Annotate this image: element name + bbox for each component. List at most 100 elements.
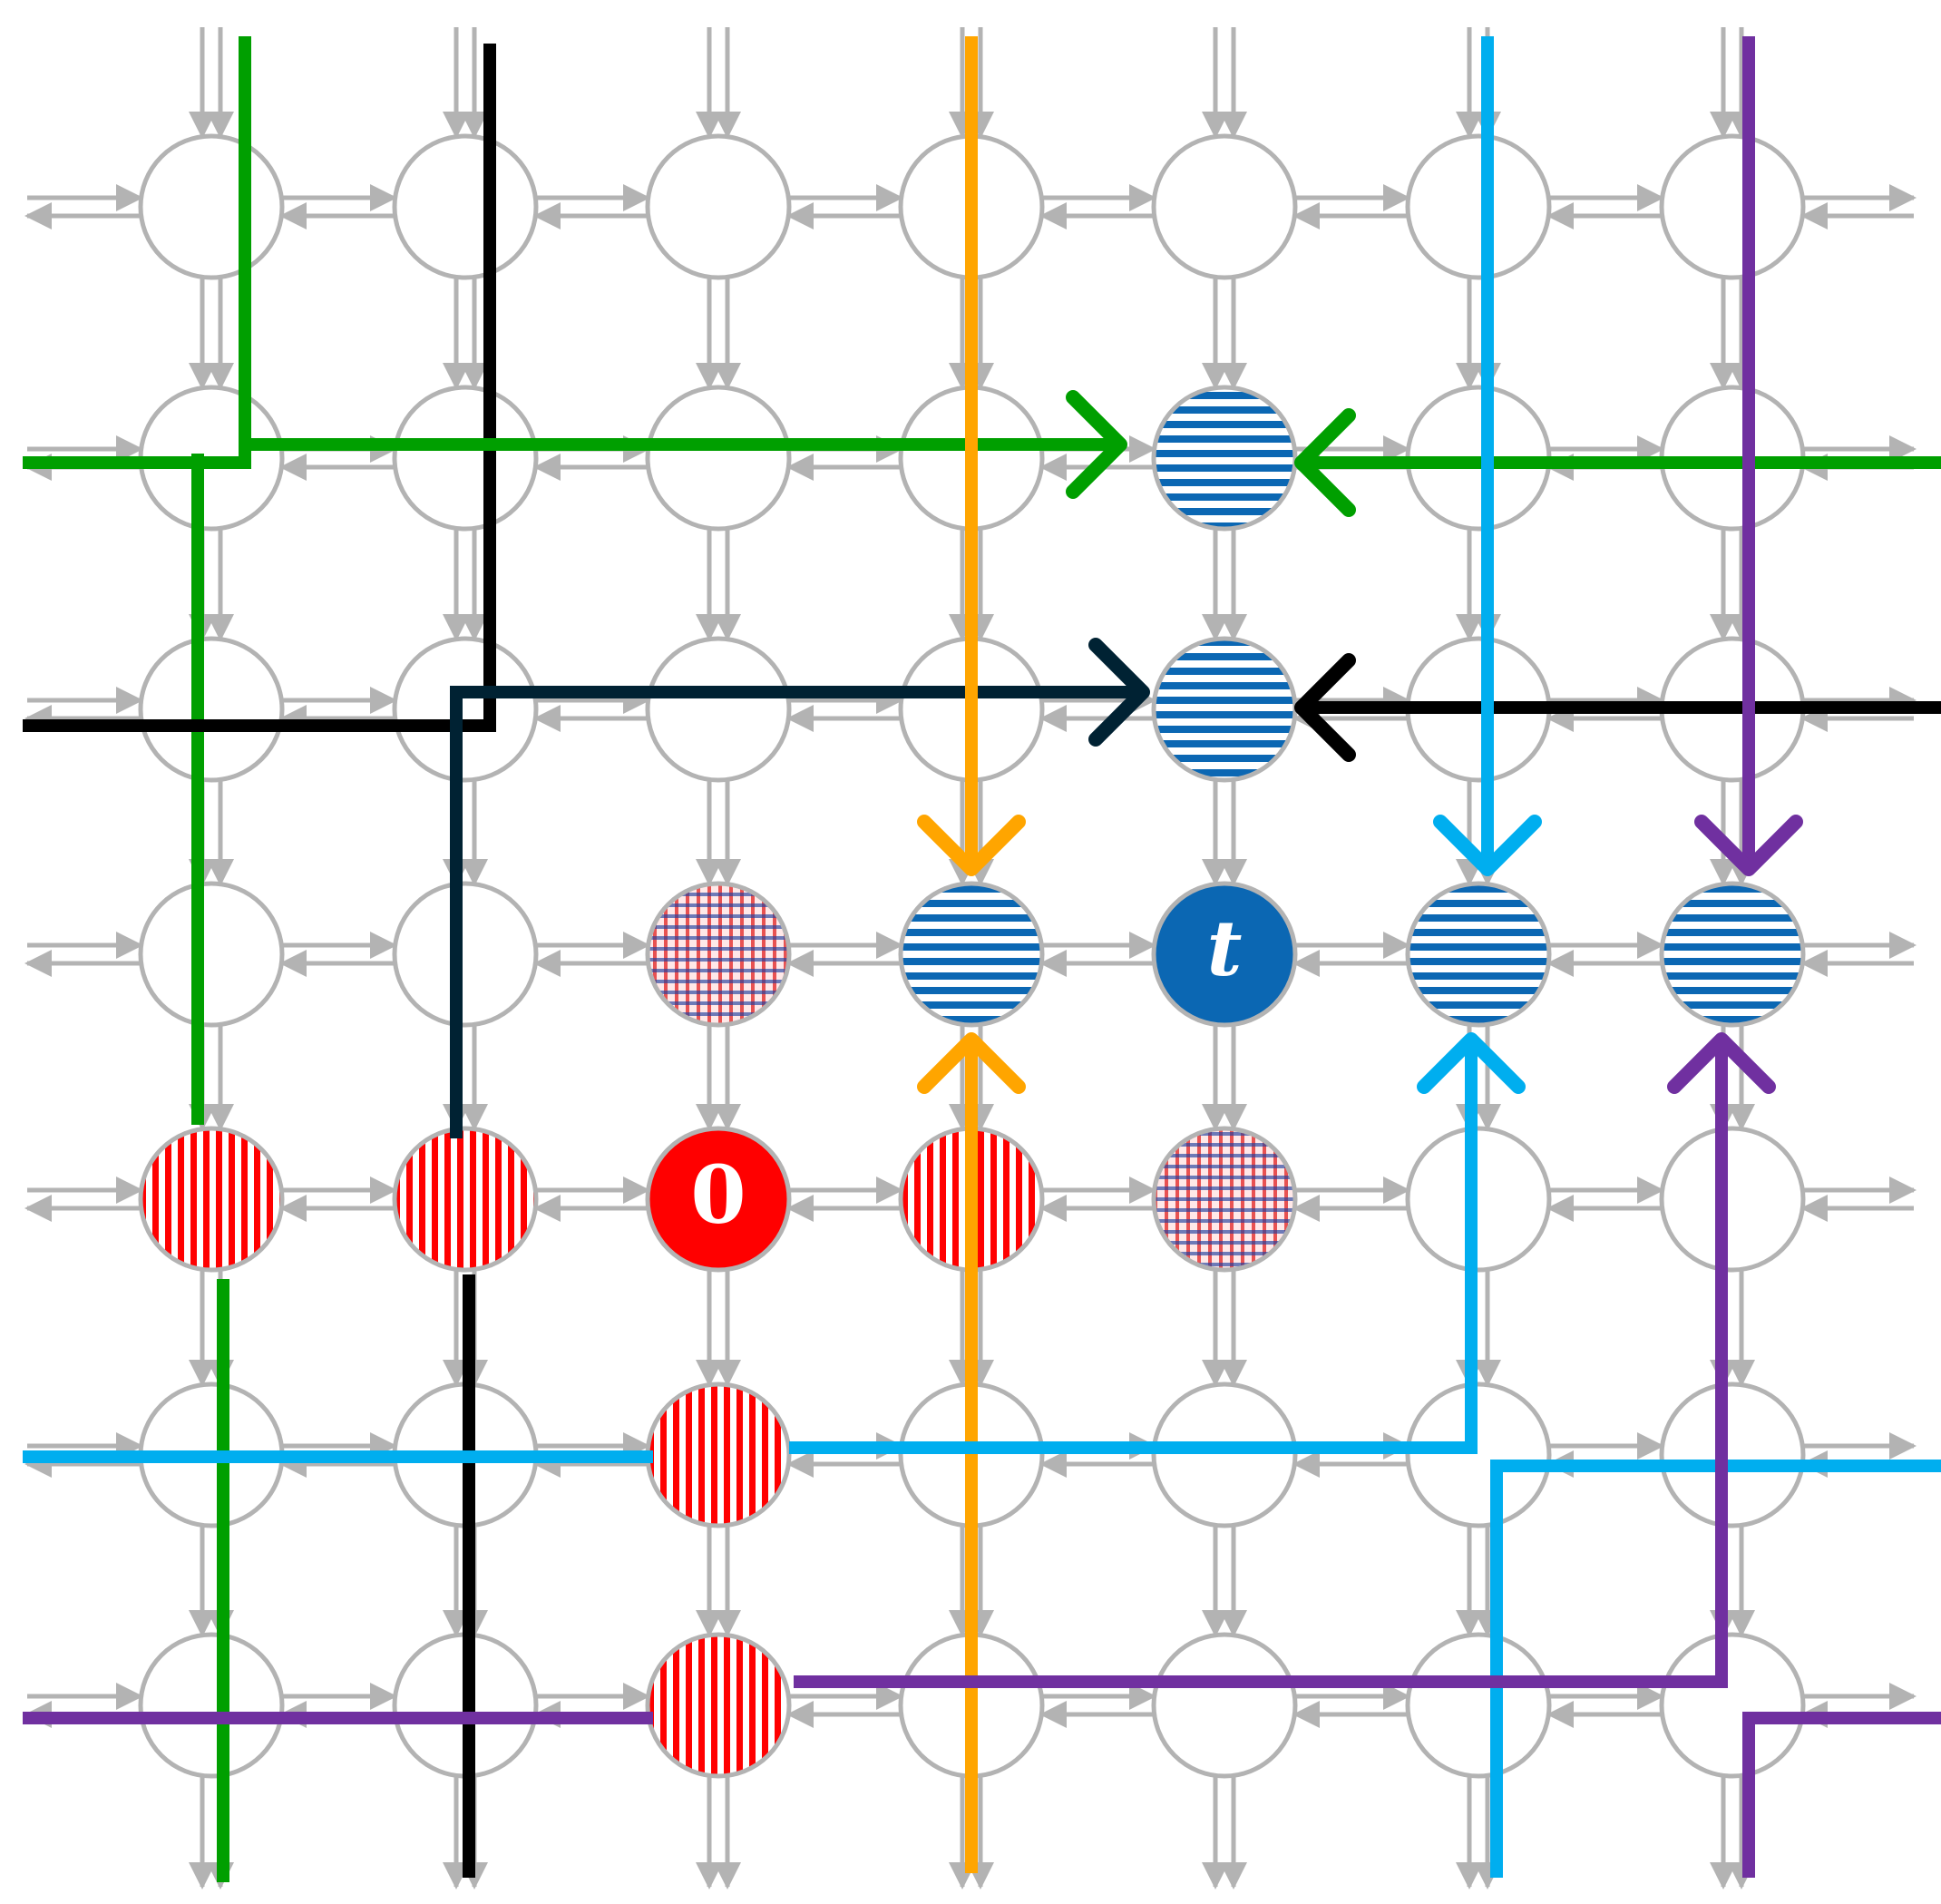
- edge-arrow-pair: [189, 780, 234, 886]
- edge-arrow-pair: [189, 529, 234, 641]
- checkered-node: [1151, 1126, 1298, 1273]
- grid-node: [1405, 1382, 1552, 1528]
- blue-striped-node: [898, 881, 1045, 1028]
- path-arrowhead: [1294, 408, 1356, 517]
- edge-arrow-pair: [696, 780, 741, 886]
- edge-arrow-pair: [1710, 278, 1755, 390]
- grid-node: [1151, 1632, 1298, 1779]
- grid-node: [1659, 1632, 1806, 1779]
- edge-arrow-pair: [279, 1177, 397, 1222]
- edge-arrow-pair: [949, 27, 994, 139]
- checkered-node: [645, 881, 792, 1028]
- edge-arrow-pair: [1202, 1526, 1247, 1637]
- source-node-label: 0: [690, 1147, 746, 1242]
- grid-node: [1405, 1126, 1552, 1273]
- grid-node: [1151, 1382, 1298, 1528]
- grid-node: [645, 636, 792, 783]
- grid-node: [1405, 1632, 1552, 1779]
- green-path-a-line: [23, 36, 251, 469]
- target-node-circle: [1151, 881, 1298, 1028]
- edge-arrow-pair: [533, 1432, 650, 1478]
- edge-arrow-pair: [1292, 1177, 1410, 1222]
- edge-arrow-pair: [1202, 1270, 1247, 1387]
- edge-arrow-pair: [786, 932, 903, 977]
- red-striped-node: [645, 1382, 792, 1528]
- grid-node: [645, 133, 792, 280]
- edge-arrow-pair: [1202, 1025, 1247, 1131]
- edge-arrow-pair: [24, 1432, 143, 1478]
- edge-arrow-pair: [1710, 27, 1755, 139]
- edge-arrow-pair: [786, 184, 903, 229]
- edge-arrow-pair: [1546, 687, 1664, 732]
- edge-arrow-pair: [189, 27, 234, 139]
- edge-arrow-pair: [1546, 1177, 1664, 1222]
- edge-arrow-pair: [696, 27, 741, 139]
- edge-arrow-pair: [24, 932, 143, 977]
- edge-arrow-pair: [786, 1177, 903, 1222]
- blue-striped-node: [1151, 636, 1298, 783]
- navy-path-a-line: [450, 686, 1143, 1138]
- red-striped-node: [138, 1126, 285, 1273]
- edge-arrow-pair: [279, 932, 397, 977]
- edge-arrow-pair: [1456, 1776, 1501, 1889]
- path-arrowhead: [1088, 638, 1150, 747]
- edge-arrow-pair: [279, 1432, 397, 1478]
- cyan-path-b-line: [23, 1040, 1478, 1463]
- grid-node: [392, 636, 539, 783]
- grid-node: [138, 636, 285, 783]
- grid-node: [392, 385, 539, 532]
- edge-arrow-pair: [786, 687, 903, 732]
- edge-arrow-pair: [949, 278, 994, 390]
- black-path-connector: [23, 44, 496, 732]
- edge-arrow-pair: [279, 184, 397, 229]
- grid-node: [392, 133, 539, 280]
- edge-arrow-pair: [533, 1177, 650, 1222]
- path-arrowhead: [1066, 390, 1127, 499]
- edge-arrow-pair: [1202, 27, 1247, 139]
- edge-arrow-pair: [279, 435, 397, 481]
- edge-arrow-pair: [1202, 278, 1247, 390]
- grid-node: [138, 881, 285, 1028]
- edge-arrow-pair: [189, 278, 234, 390]
- purple-path-a: [1694, 36, 1803, 876]
- edge-arrow-pair: [1202, 529, 1247, 641]
- edge-arrow-pair: [1800, 932, 1917, 977]
- target-node-label: t: [1207, 903, 1243, 993]
- edge-arrow-pair: [443, 278, 488, 390]
- blue-striped-node: [1151, 385, 1298, 532]
- edge-arrow-pair: [1292, 932, 1410, 977]
- edge-arrow-pair: [1456, 1526, 1501, 1637]
- green-path-b: [1294, 408, 1941, 517]
- grid-node: [1151, 133, 1298, 280]
- edge-arrow-pair: [533, 932, 650, 977]
- edge-arrow-pair: [786, 435, 903, 481]
- orange-path-b: [917, 1032, 1026, 1873]
- edge-arrow-pair: [696, 278, 741, 390]
- red-striped-node: [645, 1632, 792, 1779]
- edge-arrow-pair: [533, 687, 650, 732]
- grid-node: [1659, 133, 1806, 280]
- grid-node: [138, 1632, 285, 1779]
- edge-arrow-pair: [696, 1526, 741, 1637]
- edge-arrow-pair: [1292, 184, 1410, 229]
- edge-arrow-pair: [1202, 780, 1247, 886]
- edge-arrow-pair: [533, 184, 650, 229]
- blue-striped-node: [1405, 881, 1552, 1028]
- edge-arrow-pair: [1546, 932, 1664, 977]
- edge-arrow-pair: [24, 687, 143, 732]
- purple-path-b: [23, 1032, 1776, 1724]
- edge-arrow-pair: [696, 1270, 741, 1387]
- edge-arrow-pair: [1202, 1776, 1247, 1889]
- edge-arrow-pair: [24, 184, 143, 229]
- grid-node: [1405, 133, 1552, 280]
- path-arrowhead: [917, 815, 1026, 876]
- edge-arrow-pair: [443, 529, 488, 641]
- edge-arrow-pair: [696, 1776, 741, 1889]
- source-node-circle: [645, 1126, 792, 1273]
- edge-arrow-pair: [786, 1683, 903, 1728]
- cyan-path-connector: [1490, 1460, 1941, 1878]
- edge-arrow-pair: [189, 1025, 234, 1131]
- grid-node: [1659, 1126, 1806, 1273]
- edge-arrow-pair: [1039, 184, 1156, 229]
